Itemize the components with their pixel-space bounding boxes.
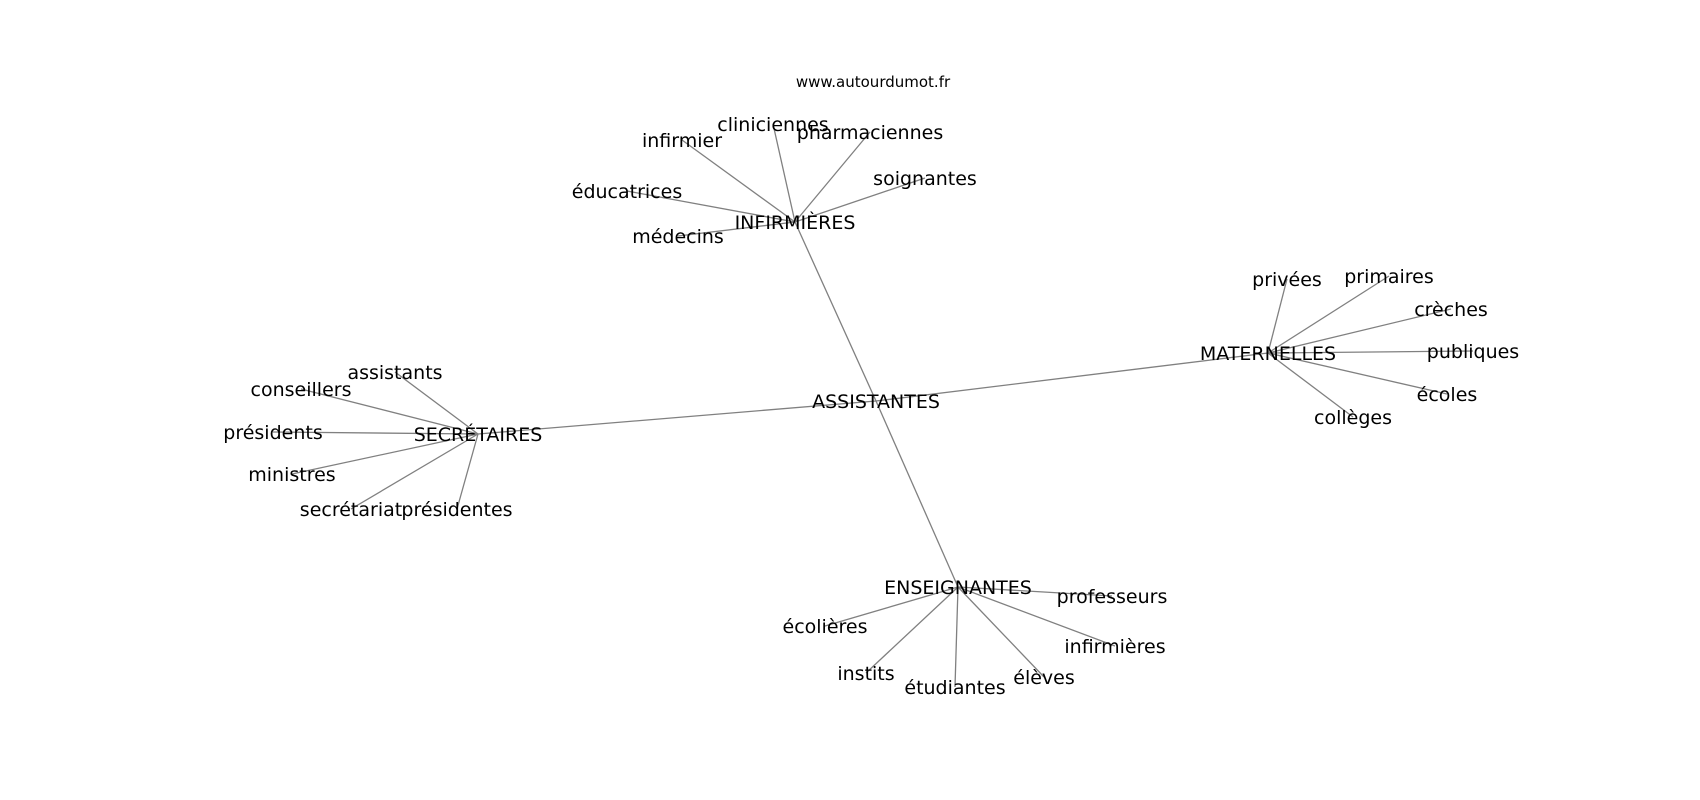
edge-leaf: [865, 586, 959, 674]
edge-leaf: [681, 139, 796, 223]
edge-leaf: [456, 433, 479, 510]
edge-leaf: [772, 123, 796, 223]
edge-leaf: [677, 221, 796, 237]
leaf-node-label: médecins: [632, 226, 724, 248]
edge-leaf: [824, 586, 959, 627]
edge-leaf: [1267, 352, 1448, 395]
edge-leaf: [300, 388, 479, 435]
leaf-node-label: infirmier: [642, 130, 722, 152]
edge-leaf: [794, 177, 926, 223]
leaf-node-label: professeurs: [1057, 586, 1168, 608]
edge-leaf: [1267, 308, 1452, 354]
leaf-node-label: soignantes: [873, 168, 977, 190]
hub-node-label: INFIRMIÈRES: [735, 211, 856, 234]
center-node-label: ASSISTANTES: [812, 391, 940, 413]
edge-leaf: [350, 433, 479, 510]
edge-leaf: [954, 586, 959, 688]
leaf-node-label: ministres: [248, 464, 335, 486]
edge-leaf: [394, 371, 479, 435]
edge-leaf: [1267, 350, 1474, 354]
edge-center-infirmières: [794, 221, 877, 402]
edge-leaf: [1267, 275, 1390, 354]
hub-node-label: MATERNELLES: [1200, 343, 1336, 365]
leaf-node-label: primaires: [1344, 266, 1434, 288]
edge-center-maternelles: [875, 352, 1269, 402]
leaf-node-label: crèches: [1414, 299, 1488, 321]
leaf-node-label: présidents: [223, 422, 322, 444]
graph-edges: [272, 123, 1474, 688]
hub-node-label: SECRÉTAIRES: [414, 423, 543, 446]
leaf-node-label: infirmières: [1064, 636, 1165, 658]
leaf-node-label: privées: [1252, 269, 1322, 291]
leaf-node-label: éducatrices: [572, 181, 682, 203]
leaf-node-label: publiques: [1427, 341, 1519, 363]
site-credit: www.autourdumot.fr: [796, 73, 951, 91]
edge-leaf: [794, 131, 871, 223]
leaf-node-label: écoles: [1417, 384, 1478, 406]
edge-leaf: [291, 433, 479, 475]
edge-leaf: [272, 431, 479, 435]
edge-center-enseignantes: [875, 400, 959, 588]
leaf-node-label: présidentes: [401, 499, 512, 521]
hub-node-label: ENSEIGNANTES: [884, 577, 1032, 599]
graph-labels: ASSISTANTES INFIRMIÈRES cliniciennespharma…: [223, 114, 1519, 699]
edge-center-secrétaires: [477, 400, 877, 435]
leaf-node-label: étudiantes: [904, 677, 1005, 699]
edge-leaf: [1267, 352, 1354, 418]
edge-leaf: [1267, 278, 1288, 354]
edge-leaf: [957, 586, 1045, 678]
leaf-node-label: instits: [837, 663, 894, 685]
leaf-node-label: écolières: [783, 616, 868, 638]
edge-leaf: [957, 586, 1113, 597]
leaf-node-label: conseillers: [251, 379, 352, 401]
leaf-node-label: collèges: [1314, 407, 1392, 429]
leaf-node-label: cliniciennes: [717, 114, 828, 136]
edge-leaf: [626, 190, 796, 223]
leaf-node-label: secrétariat: [300, 499, 402, 521]
leaf-node-label: pharmaciennes: [797, 122, 943, 144]
edge-leaf: [957, 586, 1116, 647]
leaf-node-label: assistants: [347, 362, 442, 384]
leaf-node-label: élèves: [1013, 667, 1075, 689]
